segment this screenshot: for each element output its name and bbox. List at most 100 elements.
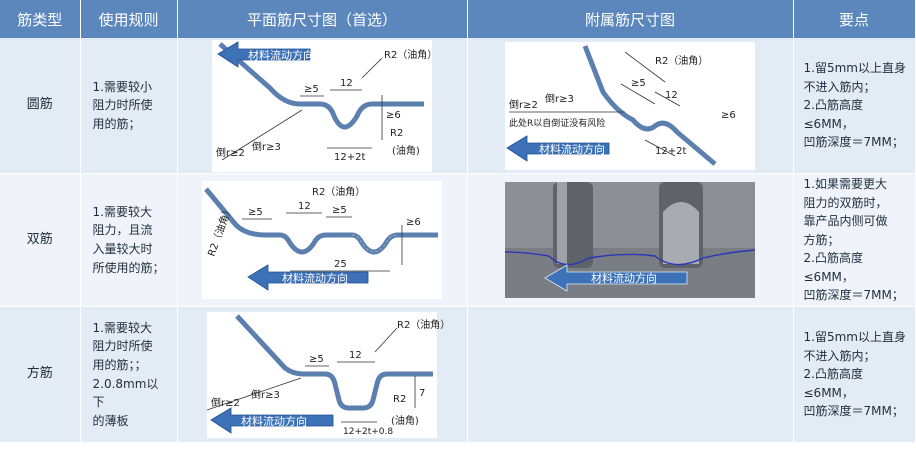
double-rib-3d-svg: 材料流动方向 [504,182,756,298]
double-rib-plan-svg: ≥5 12 R2（油角） ≥5 25 ≥6 R2（油角） 材料流动方向 [204,185,438,291]
aux-drawing-cell: 材料流动方向 [467,173,794,307]
dim-text: R2（油角） [312,185,365,198]
table-row: 圆筋 1.需要较小 阻力时所使 用的筋； ≥5 [0,38,916,174]
plan-drawing-cell: ≥5 12 12+2t ≥6 R2（油角） R2 (油角) 倒r≥2 倒r≥3 … [177,38,468,174]
header-row: 筋类型 使用规则 平面筋尺寸图（首选） 附属筋尺寸图 要点 [0,0,916,38]
rule-line: 所使用的筋； [92,260,165,275]
rule-line: 用的筋；； [92,357,147,372]
table-row: 双筋 1.需要较大 阻力，且流 入量较大时 所使用的筋； [0,173,916,307]
dim-text: 倒r≥2 [216,147,245,159]
flow-arrow-icon [217,40,311,68]
plan-drawing-cell: ≥5 12 R2（油角） ≥5 25 ≥6 R2（油角） 材料流动方向 [177,173,468,307]
header-key-points: 要点 [793,0,916,38]
dim-text: R2（油角） [397,318,450,331]
rib-type-cell: 方筋 [0,306,81,443]
flow-label: 材料流动方向 [591,271,657,285]
rib-type-cell: 圆筋 [0,38,81,174]
flow-label: 材料流动方向 [282,271,348,285]
plan-drawing-cell: ≥5 12 12+2t+0.8 R2（油角） R2 7 (油角) 倒r≥2 倒r… [177,306,468,443]
header-usage-rule: 使用规则 [80,0,178,38]
dim-text: (油角) [391,414,419,427]
dim-text: 倒r≥2 [509,99,538,111]
usage-rule-cell: 1.需要较大 阻力时所使 用的筋；； 2.0.8mm以下 的薄板 [80,306,178,443]
dim-text: 12 [298,201,311,212]
dim-text: 12 [340,78,353,89]
table-row: 方筋 1.需要较大 阻力时所使 用的筋；； 2.0.8mm以下 的薄板 [0,306,916,443]
point-line: 2.凸筋高度≤6MM， [803,367,863,400]
point-line: 方筋； [803,232,840,247]
flow-label: 材料流动方向 [241,414,307,428]
point-line: 1.如果需要更大 [803,176,887,191]
rib-type-cell: 双筋 [0,173,81,307]
header-aux-drawing: 附属筋尺寸图 [467,0,794,38]
key-points-cell: 1.留5mm以上直身 不进入筋内； 2.凸筋高度≤6MM， 凹筋深度＝7MM； [793,38,916,174]
point-line: 1.留5mm以上直身 [803,330,906,345]
dim-text: R2（油角） [655,54,708,67]
header-plan-drawing: 平面筋尺寸图（首选） [177,0,468,38]
rule-line: 用的筋； [92,116,141,131]
dim-text: (油角) [392,144,420,157]
key-points-cell: 1.如果需要更大 阻力的双筋时， 靠产品内侧可做 方筋； 2.凸筋高度≤6MM，… [793,173,916,307]
flow-label: 材料流动方向 [539,142,605,156]
point-line: 2.凸筋高度≤6MM， [803,98,863,131]
flow-arrow-icon [544,264,688,292]
rule-line: 的薄板 [92,413,129,428]
dim-text: 12+2t [334,152,365,163]
dim-text: R2 [393,394,406,405]
rule-line: 入量较大时 [92,242,153,256]
point-line: 2.凸筋高度≤6MM， [803,251,863,284]
key-points-cell: 1.留5mm以上直身 不进入筋内； 2.凸筋高度≤6MM， 凹筋深度＝7MM； [793,306,916,443]
aux-drawing-cell-empty [467,306,794,443]
dim-text: R2 [390,128,403,139]
usage-rule-cell: 1.需要较小 阻力时所使 用的筋； [80,38,178,174]
rule-line: 2.0.8mm以下 [92,376,159,410]
point-line: 凹筋深度＝7MM； [803,404,904,419]
dim-text: ≥5 [631,78,646,89]
dim-text: 倒r≥3 [252,141,281,153]
rule-line: 阻力时所使 [92,98,153,113]
aux-note-text: 此处R以自倒证没有风险 [509,117,605,129]
flow-label: 材料流动方向 [248,48,314,62]
point-line: 1.留5mm以上直身 [803,61,906,76]
usage-rule-cell: 1.需要较大 阻力，且流 入量较大时 所使用的筋； [80,173,178,307]
dim-text: ≥6 [406,217,421,228]
rib-spec-table: 筋类型 使用规则 平面筋尺寸图（首选） 附属筋尺寸图 要点 圆筋 1.需要较小 … [0,0,916,443]
dim-text: R2（油角） [205,203,235,258]
aux-drawing-cell: ≥5 12 12+2t ≥6 R2（油角） 倒r≥2 倒r≥3 此处R以自倒证没… [467,38,794,174]
double-rib-plan-drawing: ≥5 12 R2（油角） ≥5 25 ≥6 R2（油角） 材料流动方向 [202,181,442,299]
round-rib-plan-drawing: ≥5 12 12+2t ≥6 R2（油角） R2 (油角) 倒r≥2 倒r≥3 … [212,39,437,172]
point-line: 凹筋深度＝7MM； [803,288,904,303]
dim-text: 7 [419,388,425,399]
dim-text: ≥6 [721,110,736,121]
dim-text: 12 [349,350,362,361]
point-line: 不进入筋内； [803,348,876,363]
dim-text: 25 [334,259,347,270]
flow-arrow-icon [506,134,610,162]
round-rib-plan-svg: ≥5 12 12+2t ≥6 R2（油角） R2 (油角) 倒r≥2 倒r≥3 … [216,40,437,163]
dim-text: ≥5 [332,205,347,216]
square-rib-plan-drawing: ≥5 12 12+2t+0.8 R2（油角） R2 7 (油角) 倒r≥2 倒r… [206,311,450,438]
dim-text: ≥5 [309,354,324,365]
point-line: 阻力的双筋时， [803,195,888,210]
square-rib-plan-svg: ≥5 12 12+2t+0.8 R2（油角） R2 7 (油角) 倒r≥2 倒r… [206,313,450,437]
dim-text: ≥6 [386,110,401,121]
dim-text: 12+2t [655,146,686,157]
dim-text: 倒r≥3 [251,389,280,401]
rule-line: 1.需要较大 [92,204,152,219]
rule-line: 1.需要较大 [92,320,152,335]
header-rib-type: 筋类型 [0,0,81,38]
rule-line: 1.需要较小 [92,79,152,94]
dim-text: ≥5 [304,84,319,95]
dim-text: 12 [665,90,678,101]
flow-arrow-icon [247,264,369,291]
dim-text: 倒r≥2 [211,397,240,409]
double-rib-3d-render: 材料流动方向 [504,182,756,298]
round-rib-aux-drawing: ≥5 12 12+2t ≥6 R2（油角） 倒r≥2 倒r≥3 此处R以自倒证没… [505,41,755,170]
dim-text: 12+2t+0.8 [343,427,393,437]
rule-line: 阻力，且流 [92,223,153,238]
point-line: 凹筋深度＝7MM； [803,135,904,150]
point-line: 靠产品内侧可做 [803,214,888,229]
round-rib-aux-svg: ≥5 12 12+2t ≥6 R2（油角） 倒r≥2 倒r≥3 此处R以自倒证没… [506,44,736,166]
dim-text: ≥5 [248,207,263,218]
dim-text: 倒r≥3 [545,93,574,105]
